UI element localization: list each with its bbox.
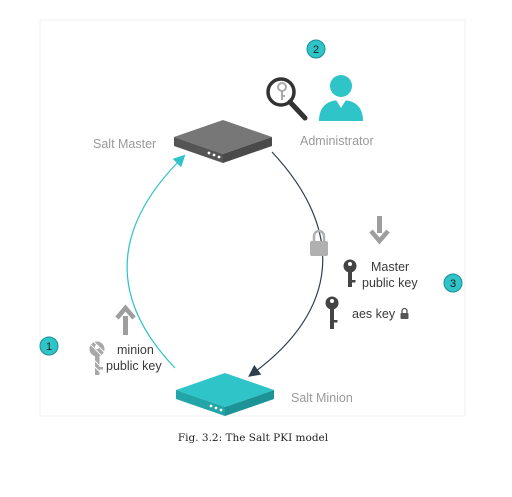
administrator-person-icon [319, 75, 363, 121]
svg-text:1: 1 [46, 341, 52, 353]
minion-key-icon [89, 341, 105, 375]
step-badge-3: 3 [443, 273, 463, 293]
salt-master-device [174, 120, 272, 163]
minion-key-label-line1: minion [117, 343, 154, 357]
minion-to-master-arrow [126, 154, 186, 369]
step-badge-1: 1 [39, 336, 59, 356]
salt-minion-device [176, 373, 274, 416]
salt-minion-label: Salt Minion [291, 391, 353, 405]
aes-key-label: aes key [352, 307, 396, 321]
master-to-minion-arrow [248, 151, 324, 377]
svg-text:3: 3 [450, 278, 456, 290]
small-lock-icon [400, 307, 409, 319]
master-key-label-line2: public key [362, 276, 418, 290]
lock-icon [310, 229, 328, 256]
step-badge-2: 2 [306, 39, 326, 59]
administrator-label: Administrator [300, 134, 374, 148]
minion-key-label-line2: public key [106, 359, 162, 373]
figure-frame [39, 19, 466, 417]
aes-key-icon [325, 296, 339, 329]
down-arrow-icon [369, 216, 390, 245]
magnifier-key-icon [266, 77, 308, 121]
svg-text:2: 2 [313, 44, 319, 56]
key-icon [343, 259, 357, 287]
up-arrow-icon [115, 304, 136, 335]
master-key-label-line1: Master [371, 260, 409, 274]
salt-master-label: Salt Master [93, 137, 156, 151]
figure-caption: Fig. 3.2: The Salt PKI model [178, 432, 329, 444]
